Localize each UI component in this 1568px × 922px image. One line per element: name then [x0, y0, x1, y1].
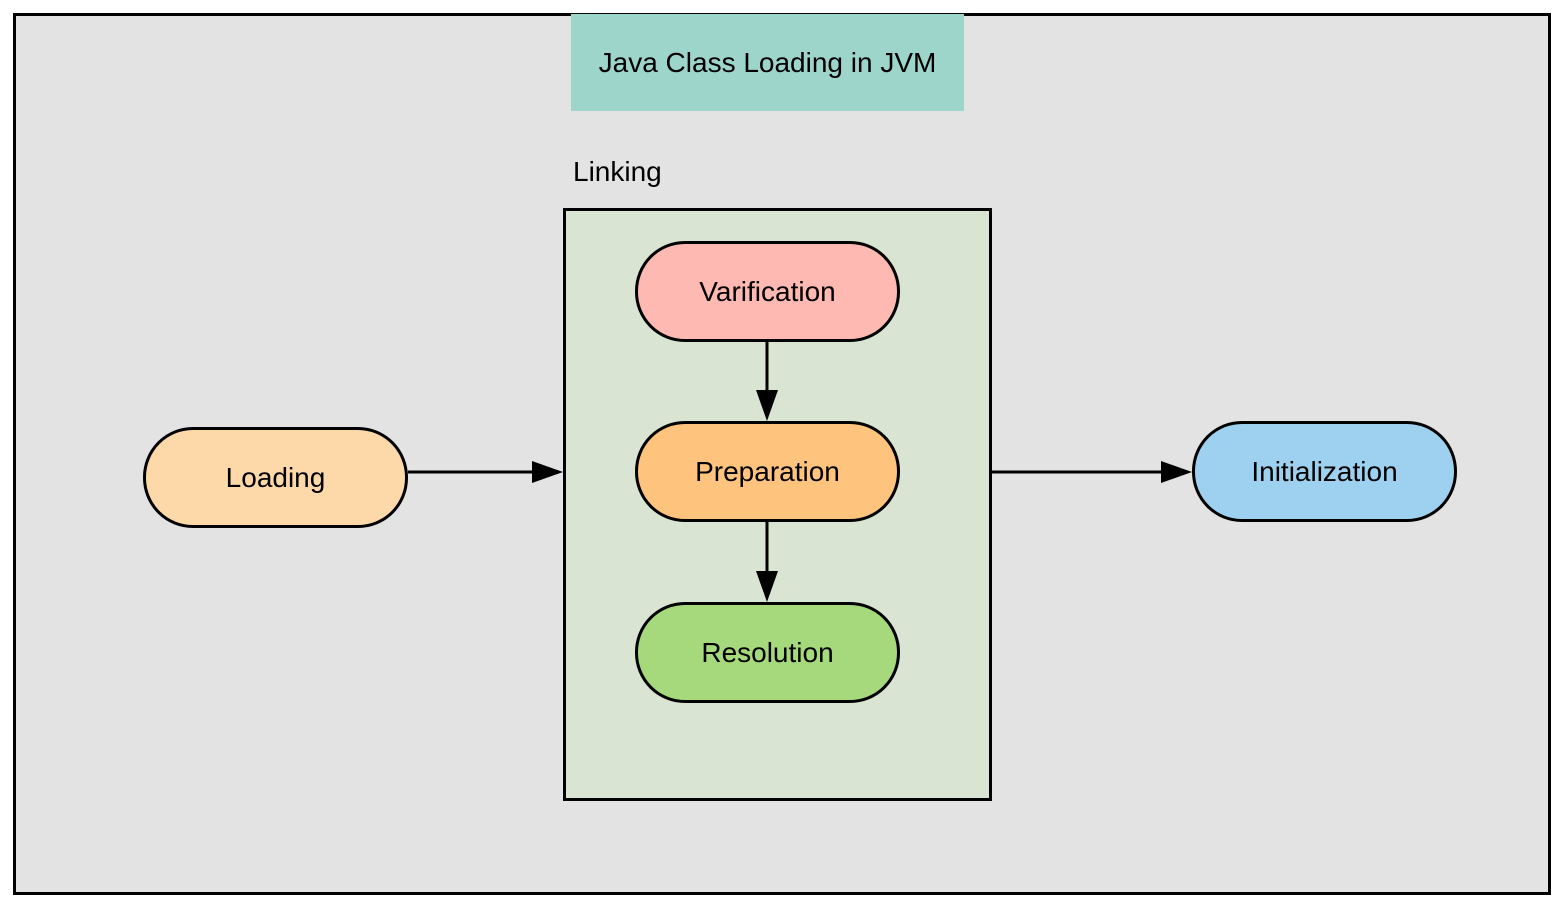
preparation-node-label: Preparation: [695, 455, 840, 487]
linking-group-label: Linking: [573, 156, 662, 187]
loading-node-label: Loading: [225, 461, 326, 493]
initialization-node-label: Initialization: [1251, 455, 1398, 487]
resolution-node: Resolution: [635, 602, 900, 703]
diagram-title-text: Java Class Loading in JVM: [598, 46, 937, 78]
initialization-node: Initialization: [1192, 421, 1457, 522]
verification-node-label: Varification: [699, 275, 836, 307]
verification-node: Varification: [635, 241, 900, 342]
resolution-node-label: Resolution: [701, 636, 834, 668]
diagram-title: Java Class Loading in JVM: [571, 14, 964, 111]
preparation-node: Preparation: [635, 421, 900, 522]
loading-node: Loading: [143, 427, 408, 528]
